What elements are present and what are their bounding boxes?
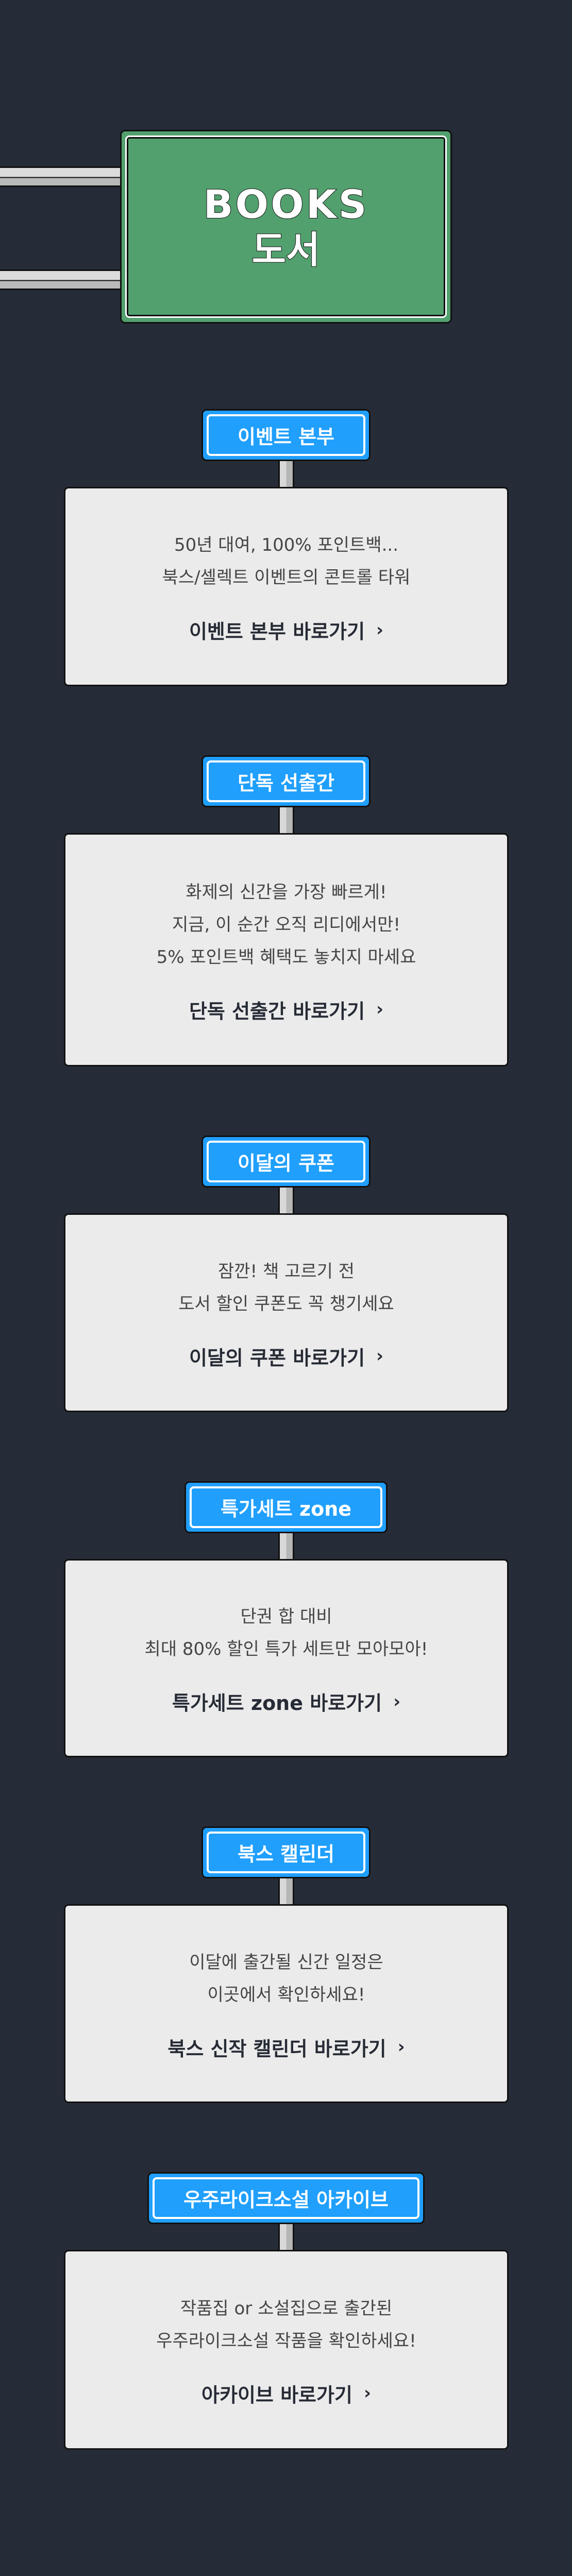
section-sign: 북스 캘린더 xyxy=(201,1826,371,1878)
section-special-set-zone: 특가세트 zone 단권 합 대비 최대 80% 할인 특가 세트만 모아모아!… xyxy=(0,1481,572,1757)
header: BOOKS 도서 xyxy=(0,130,572,324)
archive-link[interactable]: 아카이브 바로가기 › xyxy=(201,2379,371,2408)
card-description-line: 이곳에서 확인하세요! xyxy=(207,1984,365,2005)
chevron-right-icon: › xyxy=(376,1346,384,1366)
sign-post xyxy=(278,1188,294,1213)
header-title-en: BOOKS xyxy=(203,181,369,228)
card-description-line: 우주라이크소설 작품을 확인하세요! xyxy=(156,2330,416,2351)
sign-support-bar xyxy=(0,269,122,290)
card-description-line: 이달에 출간될 신간 일정은 xyxy=(189,1952,383,1973)
section-exclusive-preview: 단독 선출간 화제의 신간을 가장 빠르게! 지금, 이 순간 오직 리디에서만… xyxy=(0,755,572,1066)
event-hq-link[interactable]: 이벤트 본부 바로가기 › xyxy=(189,616,383,644)
chevron-right-icon: › xyxy=(393,1691,401,1712)
card-description-line: 5% 포인트백 혜택도 놓치지 마세요 xyxy=(156,946,416,968)
card-description-line: 작품집 or 소설집으로 출간된 xyxy=(180,2298,393,2319)
section-sign: 우주라이크소설 아카이브 xyxy=(147,2172,425,2224)
sign-post xyxy=(278,1533,294,1559)
link-label: 특가세트 zone 바로가기 xyxy=(172,1692,382,1715)
section-card: 작품집 or 소설집으로 출간된 우주라이크소설 작품을 확인하세요! 아카이브… xyxy=(64,2250,509,2450)
section-wulike-archive: 우주라이크소설 아카이브 작품집 or 소설집으로 출간된 우주라이크소설 작품… xyxy=(0,2172,572,2450)
section-sign: 단독 선출간 xyxy=(201,755,371,807)
link-label: 북스 신작 캘린더 바로가기 xyxy=(167,2037,386,2060)
section-sign-label: 북스 캘린더 xyxy=(206,1832,366,1873)
section-sign-label: 우주라이크소설 아카이브 xyxy=(153,2177,419,2219)
link-label: 이벤트 본부 바로가기 xyxy=(189,620,365,643)
sign-post xyxy=(278,2224,294,2250)
card-description-line: 화제의 신간을 가장 빠르게! xyxy=(186,882,387,903)
header-title-ko: 도서 xyxy=(251,228,321,272)
section-sign-label: 이벤트 본부 xyxy=(206,414,366,456)
card-description-line: 북스/셀렉트 이벤트의 콘트롤 타워 xyxy=(162,567,411,588)
chevron-right-icon: › xyxy=(376,999,384,1020)
books-calendar-link[interactable]: 북스 신작 캘린더 바로가기 › xyxy=(167,2033,405,2061)
section-event-hq: 이벤트 본부 50년 대여, 100% 포인트백... 북스/셀렉트 이벤트의 … xyxy=(0,409,572,686)
section-card: 잠깐! 책 고르기 전 도서 할인 쿠폰도 꼭 챙기세요 이달의 쿠폰 바로가기… xyxy=(64,1213,509,1412)
section-sign-label: 특가세트 zone xyxy=(189,1486,383,1528)
link-label: 이달의 쿠폰 바로가기 xyxy=(189,1346,365,1369)
section-sign: 이달의 쿠폰 xyxy=(201,1136,371,1188)
link-label: 아카이브 바로가기 xyxy=(201,2383,352,2406)
section-sign-label: 단독 선출간 xyxy=(206,760,366,802)
section-sign-label: 이달의 쿠폰 xyxy=(206,1141,366,1182)
special-set-zone-link[interactable]: 특가세트 zone 바로가기 › xyxy=(172,1687,400,1716)
card-description-line: 단권 합 대비 xyxy=(240,1606,332,1627)
card-description-line: 지금, 이 순간 오직 리디에서만! xyxy=(172,914,401,935)
monthly-coupon-link[interactable]: 이달의 쿠폰 바로가기 › xyxy=(189,1342,383,1370)
section-sign: 특가세트 zone xyxy=(184,1481,388,1533)
section-sign: 이벤트 본부 xyxy=(201,409,371,461)
books-header-sign: BOOKS 도서 xyxy=(120,130,452,324)
card-description-line: 50년 대여, 100% 포인트백... xyxy=(174,535,399,555)
sign-post xyxy=(278,1878,294,1904)
chevron-right-icon: › xyxy=(363,2383,371,2403)
link-label: 단독 선출간 바로가기 xyxy=(189,999,365,1023)
card-description-line: 잠깐! 책 고르기 전 xyxy=(217,1261,355,1282)
sign-post xyxy=(278,461,294,487)
section-monthly-coupon: 이달의 쿠폰 잠깐! 책 고르기 전 도서 할인 쿠폰도 꼭 챙기세요 이달의 … xyxy=(0,1136,572,1412)
section-card: 단권 합 대비 최대 80% 할인 특가 세트만 모아모아! 특가세트 zone… xyxy=(64,1559,509,1757)
section-card: 50년 대여, 100% 포인트백... 북스/셀렉트 이벤트의 콘트롤 타워 … xyxy=(64,487,509,686)
sign-post xyxy=(278,807,294,833)
chevron-right-icon: › xyxy=(376,619,384,640)
section-card: 화제의 신간을 가장 빠르게! 지금, 이 순간 오직 리디에서만! 5% 포인… xyxy=(64,833,509,1066)
sign-inner-border: BOOKS 도서 xyxy=(125,135,447,318)
section-card: 이달에 출간될 신간 일정은 이곳에서 확인하세요! 북스 신작 캘린더 바로가… xyxy=(64,1904,509,2103)
section-books-calendar: 북스 캘린더 이달에 출간될 신간 일정은 이곳에서 확인하세요! 북스 신작 … xyxy=(0,1826,572,2103)
card-description-line: 최대 80% 할인 특가 세트만 모아모아! xyxy=(144,1639,428,1659)
exclusive-preview-link[interactable]: 단독 선출간 바로가기 › xyxy=(189,995,383,1024)
card-description-line: 도서 할인 쿠폰도 꼭 챙기세요 xyxy=(178,1293,394,1314)
chevron-right-icon: › xyxy=(397,2037,405,2057)
sign-support-bar xyxy=(0,166,122,187)
